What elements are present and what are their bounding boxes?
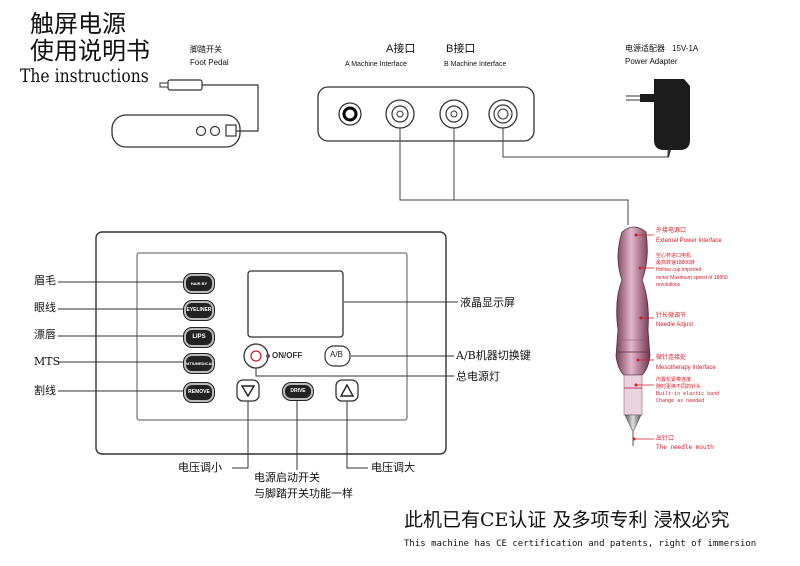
power-light-label: 总电源灯 — [456, 370, 500, 383]
onoff-button[interactable] — [244, 344, 268, 368]
pen-label-band-3: Built-in elastic band — [656, 391, 720, 397]
ab-switch-button[interactable]: A/B — [330, 350, 343, 359]
power-adapter-device — [626, 79, 690, 158]
interface-b-zh: B接口 — [446, 43, 476, 55]
onoff-label: ON/OFF — [272, 351, 303, 360]
eyeliner-button[interactable]: EYELINER — [184, 301, 214, 320]
pen-label-meso-en: Mesotherapy Interface — [656, 365, 716, 371]
mts-medical-button[interactable]: MTS/MEDICAL — [184, 354, 214, 373]
drive-button[interactable]: DRIVE — [283, 383, 313, 400]
ab-switch-label: A/B机器切换键 — [456, 349, 531, 362]
title-line-3: The instructions — [20, 65, 149, 87]
pen-label-motor-2: 最高转速18800转 — [656, 260, 695, 266]
remove-button[interactable]: REMOVE — [184, 383, 214, 402]
pen-label-band-4: Change as needed — [656, 398, 705, 404]
pen-label-needle-mouth-en: The needle mouth — [656, 444, 714, 451]
foot-pedal-en: Foot Pedal — [190, 58, 229, 67]
rear-interface-bar — [317, 86, 669, 225]
pen-label-needle-adjust-zh: 针长微调节 — [656, 313, 687, 319]
foot-pedal-zh: 脚踏开关 — [190, 45, 222, 54]
pen-label-band-2: 随时更换不同的针头 — [656, 384, 702, 390]
lips-button[interactable]: LIPS — [184, 328, 214, 347]
pen-label-needle-adjust-en: Needle Adjust — [656, 322, 694, 328]
pen-label-meso-zh: 微针连接处 — [656, 355, 687, 361]
title-line-2: 使用说明书 — [30, 37, 150, 65]
mode-label-lips: 漂唇 — [34, 328, 56, 341]
power-adapter-en: Power Adapter — [625, 57, 678, 66]
title-line-1: 触屏电源 — [30, 10, 126, 38]
pen-label-needle-mouth-zh: 出针口 — [656, 435, 675, 442]
mode-label-eyeliner: 眼线 — [34, 301, 56, 314]
tattoo-pen-device — [615, 226, 654, 446]
mode-label-eyebrow: 眉毛 — [34, 274, 56, 287]
lcd-label: 液晶显示屏 — [460, 296, 515, 309]
hair-by-hair-button[interactable]: HAIR BY HAIR — [184, 274, 214, 301]
start-switch-label-1: 电源启动开关 — [254, 471, 320, 484]
power-adapter-spec: 15V-1A — [672, 44, 699, 53]
start-switch-label-2: 与脚踏开关功能一样 — [254, 487, 353, 500]
power-adapter-zh: 电源适配器 — [625, 44, 665, 53]
interface-a-en: A Machine Interface — [345, 61, 407, 68]
pen-label-ext-power-en: External Power Interface — [656, 238, 722, 244]
pen-label-motor-1: 空心杯进口电机 — [656, 253, 692, 259]
control-panel-device — [58, 231, 458, 470]
footer-en: This machine has CE certification and pa… — [404, 539, 757, 549]
voltage-up-label: 电压调大 — [371, 461, 415, 474]
mode-label-mts: MTS — [34, 355, 61, 368]
mode-label-remove: 割线 — [34, 384, 56, 397]
voltage-down-label: 电压调小 — [178, 461, 222, 474]
interface-a-zh: A接口 — [386, 43, 416, 55]
voltage-down-button[interactable] — [237, 380, 259, 401]
voltage-up-button[interactable] — [336, 380, 358, 401]
foot-pedal-device — [111, 79, 259, 148]
interface-b-en: B Machine Interface — [444, 61, 507, 68]
pen-label-ext-power-zh: 外接电源口 — [656, 228, 687, 234]
pen-label-motor-3: Hollow cup imported — [656, 267, 702, 273]
footer-zh: 此机已有CE认证 及多项专利 浸权必究 — [404, 509, 730, 531]
pen-label-band-1: 内置松紧带连接 — [656, 377, 692, 383]
pen-label-motor-4: motor Maximum speed of 18800 revolutions — [656, 275, 728, 288]
